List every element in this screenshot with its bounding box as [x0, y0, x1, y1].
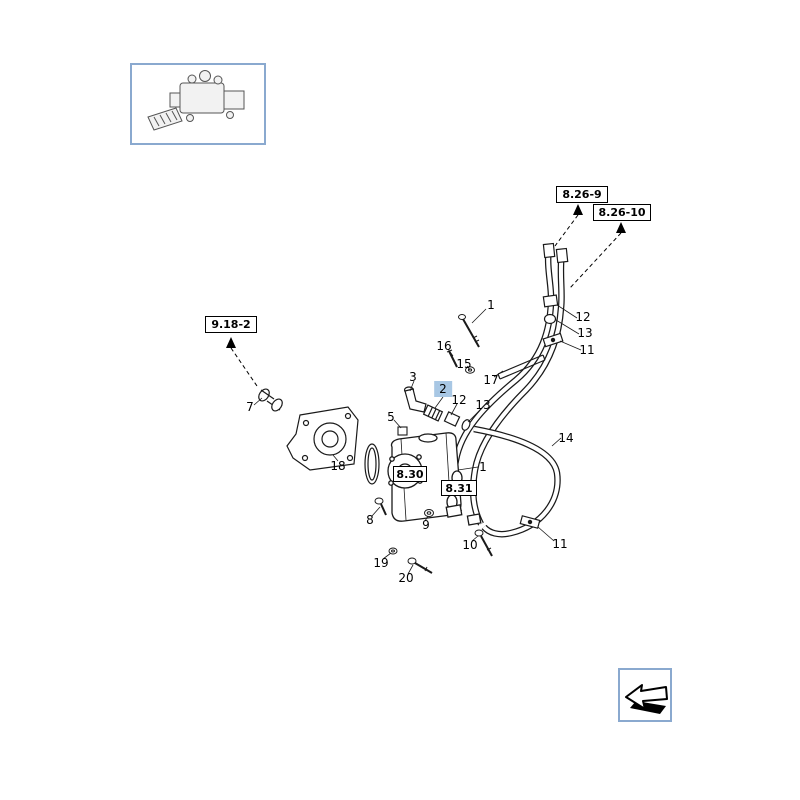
page-continuation-button[interactable] [618, 668, 672, 722]
ref-label: 8.30 [396, 467, 424, 481]
thumbnail-drawing [147, 70, 245, 131]
nut-12-right [542, 294, 559, 308]
plate-17 [497, 354, 546, 380]
ref-link-8-31[interactable]: 8.31 [441, 480, 477, 496]
part-callout-9-17[interactable]: 9 [422, 518, 430, 532]
part-callout-13-5[interactable]: 13 [577, 326, 593, 340]
bolt-10 [474, 529, 493, 557]
part-callout-5-12[interactable]: 5 [387, 410, 395, 424]
assembly-overview-thumbnail [130, 63, 266, 145]
ref-link-9-18-2[interactable]: 9.18-2 [205, 316, 257, 333]
bolt-1-top [458, 314, 480, 348]
callout-leaders [253, 304, 582, 575]
fitting-2 [422, 404, 444, 422]
part-callout-13-11[interactable]: 13 [475, 398, 491, 412]
part-callout-1-15[interactable]: 1 [479, 460, 487, 474]
ref-link-8-26-10[interactable]: 8.26-10 [593, 204, 651, 221]
part-callout-14-7[interactable]: 14 [558, 431, 574, 445]
ref-link-8-30[interactable]: 8.30 [393, 466, 427, 482]
part-callout-1-0[interactable]: 1 [487, 298, 495, 312]
part-callout-10-18[interactable]: 10 [462, 538, 478, 552]
hose-14 [473, 425, 561, 538]
part-callout-12-4[interactable]: 12 [575, 310, 591, 324]
part-callout-17-3[interactable]: 17 [483, 373, 499, 387]
washer-9 [424, 509, 434, 517]
arrow-up-8-26-9 [573, 204, 583, 215]
clamp-11-right [542, 332, 564, 348]
part-callout-15-2[interactable]: 15 [456, 357, 472, 371]
bushing-7 [258, 388, 283, 412]
part-callout-2-9[interactable]: 2 [434, 381, 452, 397]
clamp-11-bottom [519, 515, 541, 529]
part-callout-11-6[interactable]: 11 [579, 343, 595, 357]
nut-12-middle [443, 411, 461, 427]
part-callout-11-19[interactable]: 11 [552, 537, 568, 551]
ref-label: 8.31 [445, 481, 473, 495]
page-continuation-arrow-icon [625, 684, 668, 714]
ref-label: 8.26-9 [562, 188, 602, 201]
part-callout-3-8[interactable]: 3 [409, 370, 417, 384]
part-callout-12-10[interactable]: 12 [451, 393, 467, 407]
bolt-20 [407, 557, 433, 574]
part-callout-18-14[interactable]: 18 [330, 459, 346, 473]
part-callout-7-13[interactable]: 7 [246, 400, 254, 414]
part-callout-19-20[interactable]: 19 [373, 556, 389, 570]
fitting-5 [397, 426, 408, 436]
ref-link-8-26-9[interactable]: 8.26-9 [556, 186, 608, 203]
bolt-8 [374, 497, 387, 516]
arrow-up-9-18-2 [226, 337, 236, 348]
gasket [364, 443, 380, 485]
part-callout-16-1[interactable]: 16 [436, 339, 452, 353]
elbow-3 [403, 386, 427, 413]
ref-label: 8.26-10 [598, 206, 646, 219]
ring-13-right [543, 313, 557, 325]
hose-end-fittings-right [542, 242, 569, 348]
part-callout-20-21[interactable]: 20 [398, 571, 414, 585]
washer-19 [388, 547, 398, 555]
arrow-up-8-26-10 [616, 222, 626, 233]
flange-18 [286, 406, 359, 471]
ref-label: 9.18-2 [211, 318, 251, 331]
part-callout-8-16[interactable]: 8 [366, 513, 374, 527]
ring-13-middle [461, 419, 471, 431]
